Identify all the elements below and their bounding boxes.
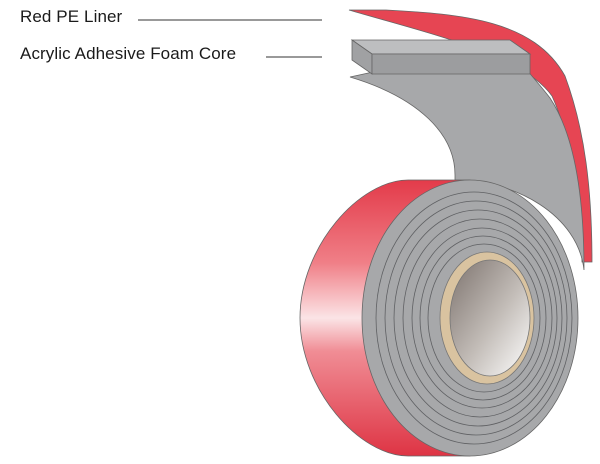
foam-core-strip	[349, 41, 585, 271]
callout-label-red-pe-liner: Red PE Liner	[20, 7, 123, 26]
roll-layers	[375, 191, 573, 445]
foam-slab-front	[371, 53, 531, 75]
callout-label-acrylic-adhesive-foam-core: Acrylic Adhesive Foam Core	[20, 44, 237, 63]
roll-core-hole	[449, 259, 531, 377]
foam-slab-top	[350, 39, 532, 55]
